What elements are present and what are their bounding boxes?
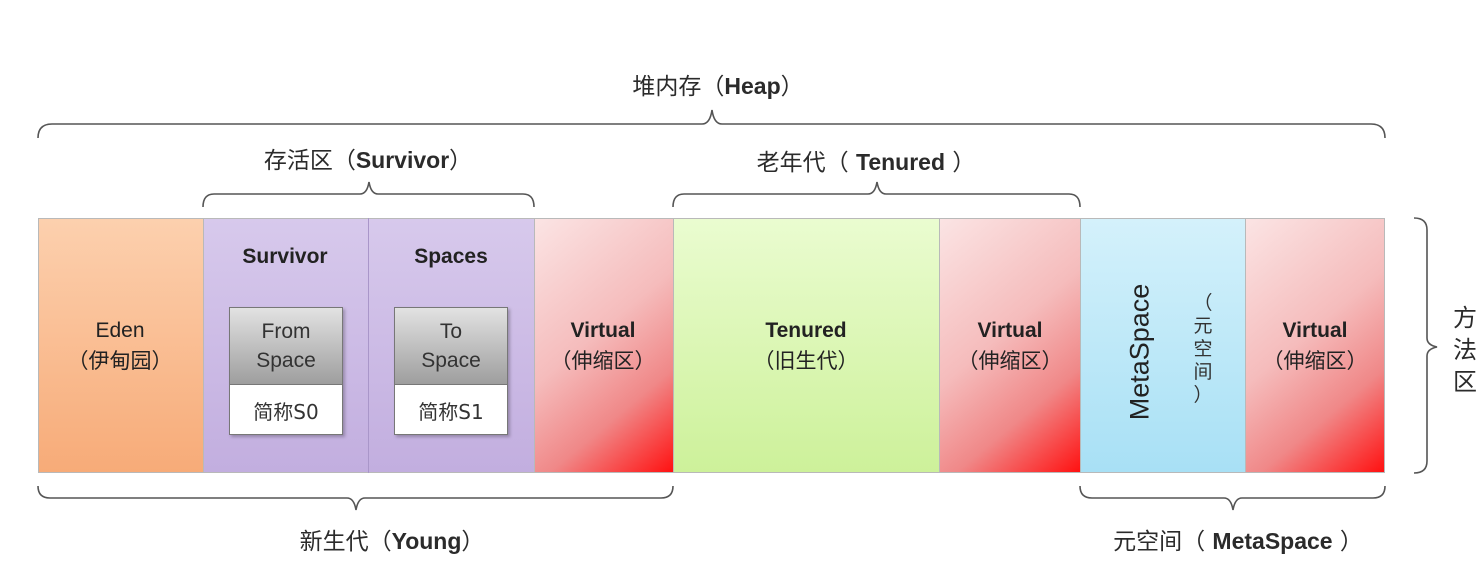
young-label-close: ） [461,529,485,555]
tenured-name: Tenured [765,319,847,342]
from-space-line1: From [261,320,311,343]
tenured-text: Tenured （旧生代） [754,316,859,376]
metaspace-label: 元空间（ MetaSpace ） [1113,522,1363,556]
survivor-label: 存活区（Survivor） [264,141,472,175]
survivor-label-en: Survivor [355,147,450,173]
from-space-box: From Space 简称S0 [229,307,343,435]
heap-label-zh: 堆内存（ [632,74,725,100]
survivor-divider [368,218,369,473]
method-area-char: 方 [1453,304,1477,332]
virtual-meta-name: Virtual [1282,319,1348,342]
method-area-char: 区 [1453,368,1477,396]
heap-label-close: ） [780,74,804,100]
tenured-zh: （旧生代） [753,349,859,373]
to-space-box: To Space 简称S1 [394,307,508,435]
from-space-abbr: 简称S0 [253,400,319,424]
virtual-tenured-text: Virtual （伸缩区） [958,316,1063,376]
metaspace-vertical-text: MetaSpace [1124,283,1155,421]
virtual-tenured-name: Virtual [977,319,1043,342]
survivor-bracket [202,181,535,208]
young-label: 新生代（Young） [300,522,485,556]
eden-name: Eden [95,319,145,342]
heap-label-en: Heap [724,73,781,99]
metaspace-label-close: ） [1332,529,1363,555]
virtual-young-zh: （伸缩区） [550,349,656,373]
metaspace-segment [1080,218,1246,473]
virtual-young-name: Virtual [570,319,636,342]
young-label-en: Young [391,528,462,554]
eden-segment [38,218,204,473]
virtual-meta-text: Virtual （伸缩区） [1263,316,1368,376]
to-space-title: To Space [395,308,507,385]
metaspace-label-en: MetaSpace [1212,528,1333,554]
heap-bracket [37,109,1386,139]
to-space-line1: To [439,320,463,343]
tenured-label-zh: 老年代（ [756,150,856,176]
virtual-tenured-zh: （伸缩区） [957,349,1063,373]
metaspace-zh-char: （ [1193,292,1213,314]
virtual-meta-zh: （伸缩区） [1262,349,1368,373]
survivor-header-right: Spaces [414,242,488,272]
survivor-header-left: Survivor [242,242,327,272]
young-bracket [37,485,674,511]
eden-zh: （伊甸园） [67,349,173,373]
metaspace-zh-char: 空 [1193,338,1213,360]
metaspace-label-zh: 元空间（ [1113,529,1213,555]
method-area-char: 法 [1453,336,1477,364]
tenured-segment [673,218,940,473]
tenured-label-close: ） [945,150,976,176]
young-label-zh: 新生代（ [299,529,392,555]
virtual-tenured-segment [939,218,1081,473]
metaspace-zh-char: 元 [1193,315,1213,337]
heap-label: 堆内存（Heap） [632,67,803,101]
tenured-bracket [672,181,1081,208]
method-area-label: 方 法 区 [1450,302,1480,398]
survivor-header-text: Survivor [242,245,328,268]
metaspace-zh-char: 间 [1193,361,1213,383]
metaspace-bracket [1079,485,1386,511]
survivor-label-close: ） [449,148,473,174]
metaspace-zh-vertical: （ 元 空 间 ） [1191,292,1215,407]
tenured-label: 老年代（ Tenured ） [757,143,976,177]
tenured-label-en: Tenured [855,149,946,175]
eden-text: Eden （伊甸园） [68,316,173,376]
from-space-line2: Space [256,349,316,372]
metaspace-zh-char: ） [1193,384,1213,406]
spaces-header-text: Spaces [414,245,488,268]
to-space-abbr: 简称S1 [418,400,484,424]
virtual-young-text: Virtual （伸缩区） [551,316,656,376]
virtual-meta-segment [1245,218,1385,473]
to-space-line2: Space [421,349,481,372]
from-space-title: From Space [230,308,342,385]
survivor-label-zh: 存活区（ [263,148,356,174]
method-area-bracket [1413,217,1438,474]
